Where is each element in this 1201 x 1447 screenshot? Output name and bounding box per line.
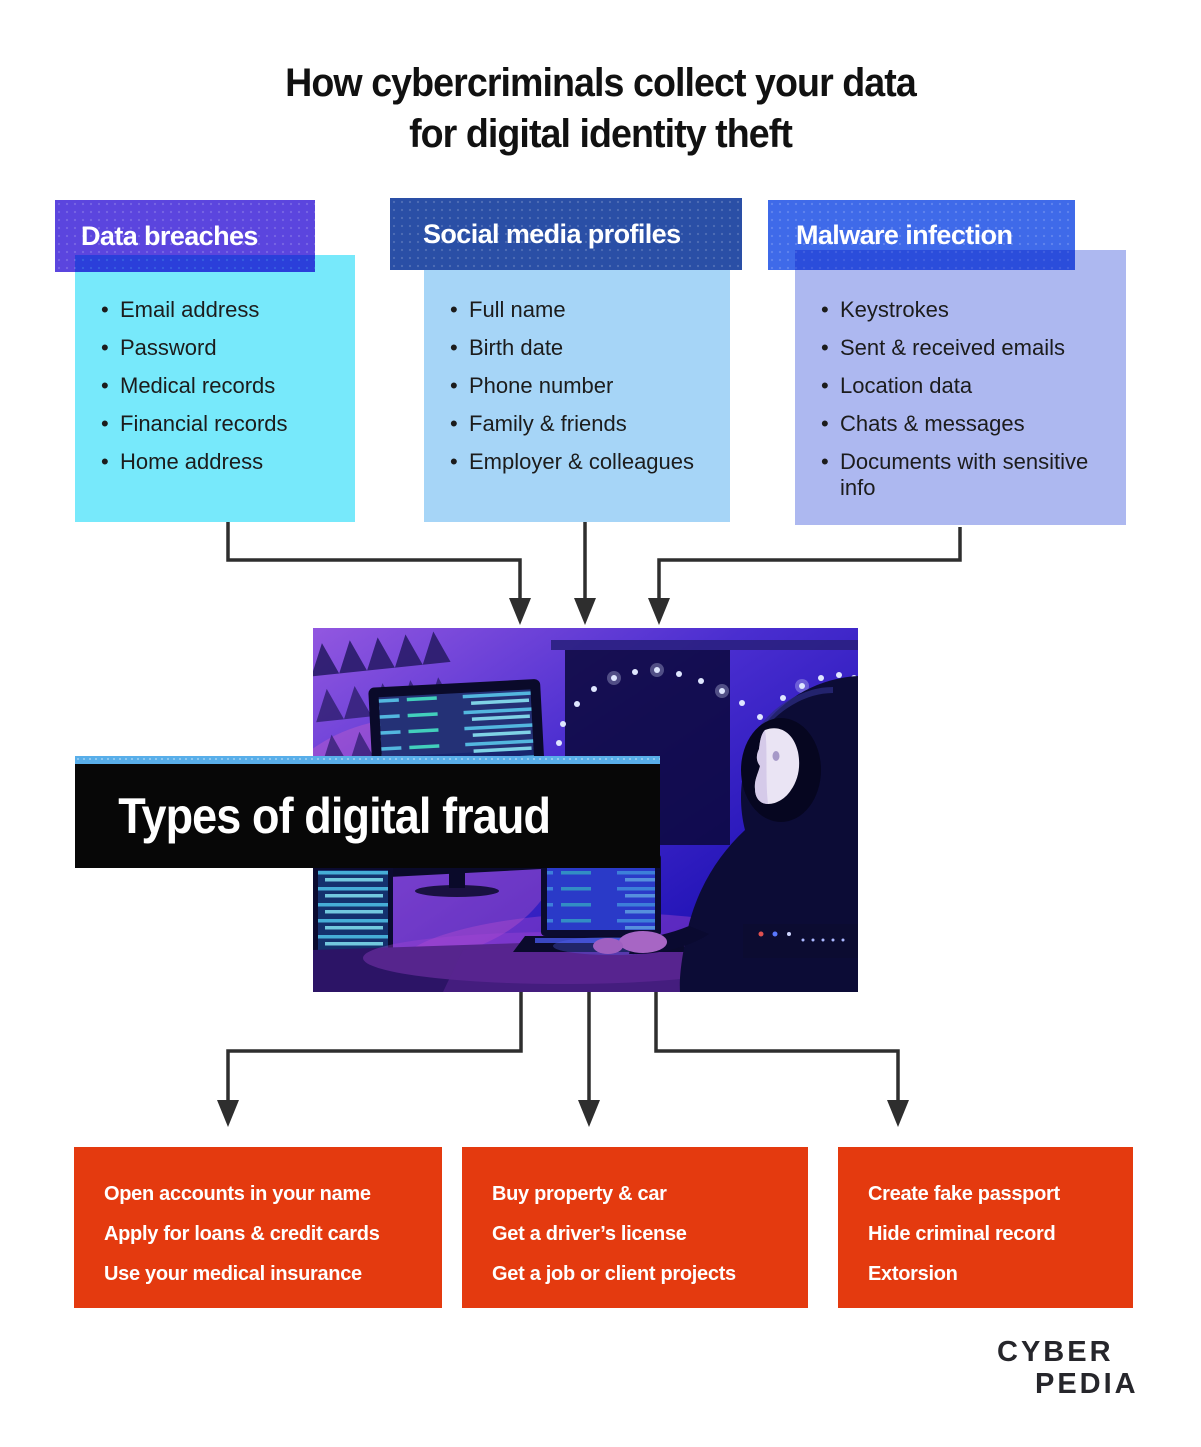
arrow-line [657, 527, 962, 600]
fraud-box-identity: Create fake passport Hide criminal recor… [838, 1147, 1133, 1308]
hooded-figure [593, 676, 858, 992]
fraud-item: Use your medical insurance [104, 1263, 362, 1285]
arrow-line [226, 992, 523, 1102]
arrowhead-icon [887, 1100, 909, 1127]
title-line-2: for digital identity theft [409, 112, 793, 156]
cyberpedia-logo-line1: CYBER [997, 1336, 1114, 1368]
arrowhead-icon [217, 1100, 239, 1127]
header-label: Malware infection [796, 219, 1013, 250]
list-item: Location data [821, 373, 1112, 399]
arrow-line [226, 522, 522, 600]
card-malware-infection: Keystrokes Sent & received emails Locati… [795, 250, 1126, 525]
fraud-item: Get a driver’s license [492, 1223, 687, 1245]
title-line-1: How cybercriminals collect your data [285, 61, 917, 105]
header-data-breaches: Data breaches [55, 200, 315, 272]
arrow-line [654, 992, 900, 1102]
card-data-breaches: Email address Password Medical records F… [75, 255, 355, 522]
banner-title: Types of digital fraud [118, 788, 551, 844]
list-item: Sent & received emails [821, 335, 1112, 361]
list-item: Home address [101, 449, 335, 475]
data-breaches-list: Email address Password Medical records F… [101, 297, 335, 475]
header-label: Data breaches [81, 220, 258, 251]
fraud-item: Get a job or client projects [492, 1263, 736, 1285]
fraud-item: Hide criminal record [868, 1223, 1056, 1245]
list-item: Password [101, 335, 335, 361]
list-item: Birth date [450, 335, 712, 361]
list-item: Full name [450, 297, 712, 323]
header-social-media: Social media profiles [390, 198, 742, 270]
fraud-item: Buy property & car [492, 1183, 667, 1205]
audio-gear [743, 924, 858, 958]
list-item: Documents with sensitive info [821, 449, 1112, 501]
banner-accent-strip [75, 756, 660, 764]
fraud-box-purchases: Buy property & car Get a driver’s licens… [462, 1147, 808, 1308]
page-title: How cybercriminals collect your data for… [36, 58, 1165, 160]
header-malware-infection: Malware infection [768, 200, 1075, 270]
arrowhead-icon [578, 1100, 600, 1127]
arrowhead-icon [648, 598, 670, 625]
list-item: Family & friends [450, 411, 712, 437]
flow-arrows-top [226, 522, 962, 625]
fraud-item: Create fake passport [868, 1183, 1060, 1205]
malware-list: Keystrokes Sent & received emails Locati… [821, 297, 1112, 501]
list-item: Medical records [101, 373, 335, 399]
arrowhead-icon [509, 598, 531, 625]
list-item: Chats & messages [821, 411, 1112, 437]
list-item: Financial records [101, 411, 335, 437]
list-item: Keystrokes [821, 297, 1112, 323]
fraud-item: Open accounts in your name [104, 1183, 371, 1205]
fraud-item: Apply for loans & credit cards [104, 1223, 380, 1245]
header-label: Social media profiles [423, 218, 681, 249]
flow-arrows-bottom [217, 992, 909, 1127]
social-media-list: Full name Birth date Phone number Family… [450, 297, 712, 475]
list-item: Email address [101, 297, 335, 323]
list-item: Phone number [450, 373, 712, 399]
cyberpedia-logo-line2: PEDIA [1035, 1368, 1139, 1400]
fraud-item: Extorsion [868, 1263, 958, 1285]
arrowhead-icon [574, 598, 596, 625]
types-banner: Types of digital fraud [75, 764, 660, 868]
list-item: Employer & colleagues [450, 449, 712, 475]
fraud-box-accounts: Open accounts in your name Apply for loa… [74, 1147, 442, 1308]
card-social-media: Full name Birth date Phone number Family… [424, 270, 730, 522]
